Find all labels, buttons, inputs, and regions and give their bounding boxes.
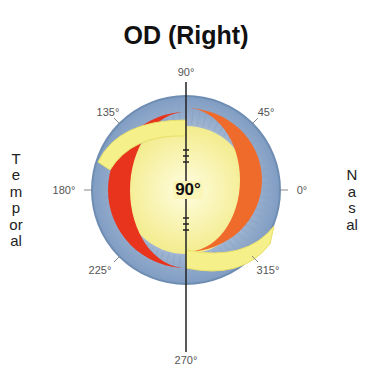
side-label: Temporal: [9, 151, 24, 250]
degree-label: 270°: [173, 354, 200, 366]
yellow-arc: [98, 120, 186, 170]
degree-label: 315°: [257, 264, 280, 276]
degree-label: 45°: [258, 106, 275, 118]
axis-line: [185, 82, 187, 352]
degree-label: 0°: [297, 184, 308, 196]
degree-ticks: [84, 118, 288, 262]
center-label: 90°: [173, 181, 203, 200]
side-label: Nasal: [345, 167, 360, 233]
degree-label: 90°: [176, 66, 197, 78]
degree-label: 180°: [53, 184, 76, 196]
degree-label: 225°: [89, 264, 112, 276]
degree-label: 135°: [97, 106, 120, 118]
title: OD (Right): [124, 22, 249, 50]
